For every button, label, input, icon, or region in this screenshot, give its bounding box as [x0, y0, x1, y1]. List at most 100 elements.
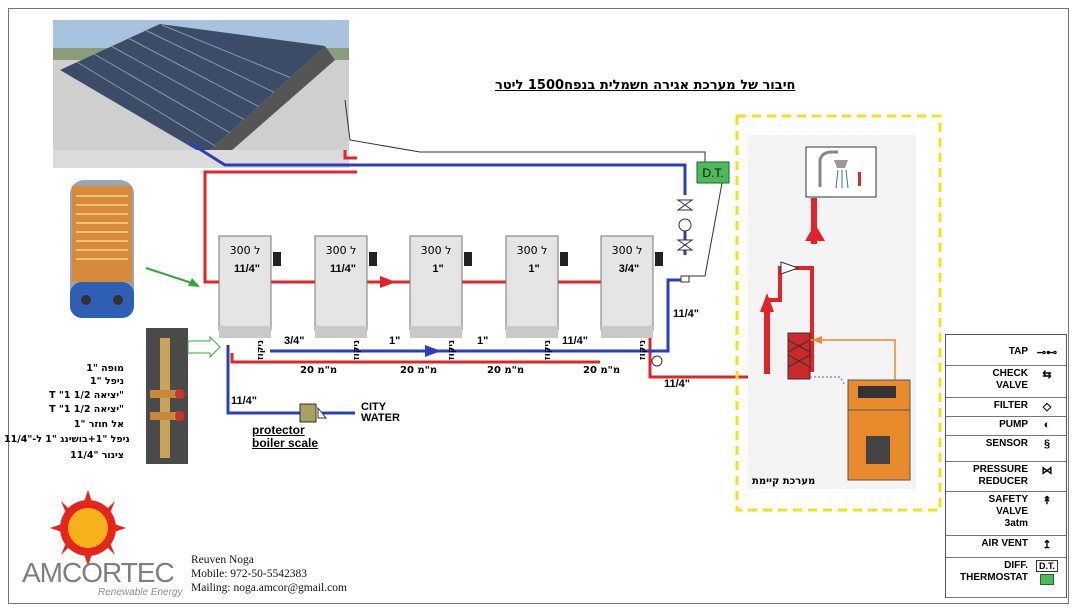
tank-volume-label: 300 ל — [230, 244, 261, 257]
tank-inlet-size: 11/4" — [330, 263, 356, 275]
protector-line-1: protector — [252, 423, 305, 437]
existing-system-frame — [735, 114, 942, 512]
fitting-label: מופה "1 — [86, 363, 124, 374]
storage-tank: 300 ל1"ניקוז — [505, 235, 568, 360]
fitting-label: T "1 יציאה 1/2" — [49, 404, 124, 415]
dt-box — [696, 161, 730, 184]
pipe-size-label: 11/4" — [231, 395, 258, 407]
heat-exchanger — [787, 332, 811, 380]
heat-exchanger-grid — [787, 339, 811, 368]
green-arrow-line — [145, 267, 199, 286]
fitting-label: ניפל "1+בושינג "1 ל-"11/4 — [4, 434, 130, 445]
hot-up-arrow-left — [760, 293, 774, 312]
tap-icon: ⊸⊷ — [1036, 347, 1058, 359]
fitting-label: צינור "11/4 — [70, 450, 124, 461]
fittings-photo — [146, 328, 188, 464]
pressure-reducer-icon: ⋈ — [1041, 465, 1053, 477]
contact-mobile: Mobile: 972-50-5542383 — [191, 568, 307, 580]
pipe-diameter-label: 20 מ"מ — [400, 365, 438, 376]
legend-row: PUMP ◐ — [946, 416, 1066, 436]
fitting-label: ניפל "1 — [90, 376, 124, 387]
pump-assembly — [676, 199, 694, 283]
tank-volume-label: 300 ל — [612, 244, 643, 257]
sensor-wire — [344, 99, 706, 162]
filter-icon: ◇ — [1042, 401, 1052, 413]
legend-label: DIFF.THERMOSTAT — [960, 560, 1028, 583]
diff-thermostat-icon: D.T. — [1036, 560, 1058, 585]
storage-tank: 300 ל 1" ניקוז — [409, 235, 472, 360]
pipe-size-label: 1" — [477, 335, 489, 347]
protector-line-2: boiler scale — [252, 436, 319, 450]
coil-tank-photo — [70, 180, 134, 318]
check-valve-icon: ⇆ — [1042, 369, 1052, 381]
pipe-size-label: 11/4" — [664, 378, 691, 390]
tank-volume-label: 300 ל — [517, 244, 548, 257]
tap-valve — [780, 261, 800, 275]
pipe-size-label: 11/4" — [673, 308, 700, 320]
brand-tagline: Renewable Energy — [98, 587, 183, 598]
dt-label: D.T. — [702, 166, 723, 180]
boiler-icon — [847, 379, 911, 481]
drain-label: ניקוז — [638, 340, 648, 360]
legend-row: AIR VENT↥ — [946, 535, 1066, 558]
drain-label: ניקוז — [543, 340, 553, 360]
boiler-supply-arrow — [812, 336, 822, 344]
legend-label: SENSOR — [985, 438, 1028, 449]
boiler-return-line — [810, 376, 846, 386]
pump-wire — [682, 182, 723, 277]
protector-unit — [299, 403, 317, 423]
legend-row: FILTER ◇ — [946, 397, 1066, 417]
pump-icon: ◐ — [1043, 419, 1051, 431]
existing-system-label: מערכת קיימת — [752, 476, 816, 487]
brand-name: AMCORTEC — [22, 557, 175, 588]
storage-tank: 300 ל3/4"ניקוז — [600, 235, 663, 360]
tank-inlet-size: 1" — [432, 263, 443, 275]
pipe-size-label: 3/4" — [284, 335, 305, 347]
legend-row: SENSOR § — [946, 435, 1066, 462]
tank-volume-label: 300 ל — [326, 244, 357, 257]
pipe-size-label: 1" — [389, 335, 401, 347]
hot-up-line — [811, 198, 817, 244]
safety-valve-icon: ↟ — [1042, 495, 1052, 507]
legend-label: TAP — [1008, 346, 1028, 357]
city-water-label: CITY WATER — [361, 402, 400, 424]
protector-label: protector boiler scale — [252, 424, 318, 450]
sun-logo-icon — [50, 490, 126, 566]
pipe-diameter-label: 20 מ"מ — [487, 365, 525, 376]
fitting-arrow — [187, 335, 221, 359]
tank-inlet-size: 11/4" — [234, 263, 260, 275]
cold-flow-arrow — [425, 345, 441, 357]
check-valve-mark — [317, 406, 328, 419]
pump-icon-circle — [678, 218, 692, 232]
drain-label: ניקוז — [447, 340, 457, 360]
city-water-line-1: CITY — [361, 401, 387, 413]
air-vent-icon: ↥ — [1042, 539, 1052, 551]
contact-name: Reuven Noga — [191, 554, 254, 566]
pipe-diameter-label: 20 מ"מ — [583, 365, 621, 376]
tank-volume-label: 300 ל — [421, 244, 452, 257]
sensor-icon: § — [1043, 438, 1051, 450]
storage-tank: 300 ל 11/4" ניקוז — [314, 235, 377, 360]
legend-label: FILTER — [993, 400, 1028, 411]
legend-label: PUMP — [999, 419, 1028, 430]
legend-row: TAP ⊸⊷ — [946, 343, 1066, 366]
storage-tank: 300 ל11/4"ניקוז — [218, 235, 281, 360]
green-arrow-head — [188, 278, 200, 287]
contact-block: Reuven Noga Mobile: 972-50-5542383 Maili… — [191, 553, 347, 595]
pipe-diameter-label: 20 מ"מ — [300, 365, 338, 376]
pipe-size-label: 11/4" — [562, 335, 589, 347]
drain-label: ניקוז — [352, 340, 362, 360]
diagram-frame — [8, 8, 1069, 604]
cold-pipe — [189, 141, 687, 415]
legend-row: DIFF.THERMOSTAT D.T. — [946, 557, 1066, 598]
city-water-line-2: WATER — [361, 412, 400, 424]
shower-icon — [805, 146, 877, 198]
